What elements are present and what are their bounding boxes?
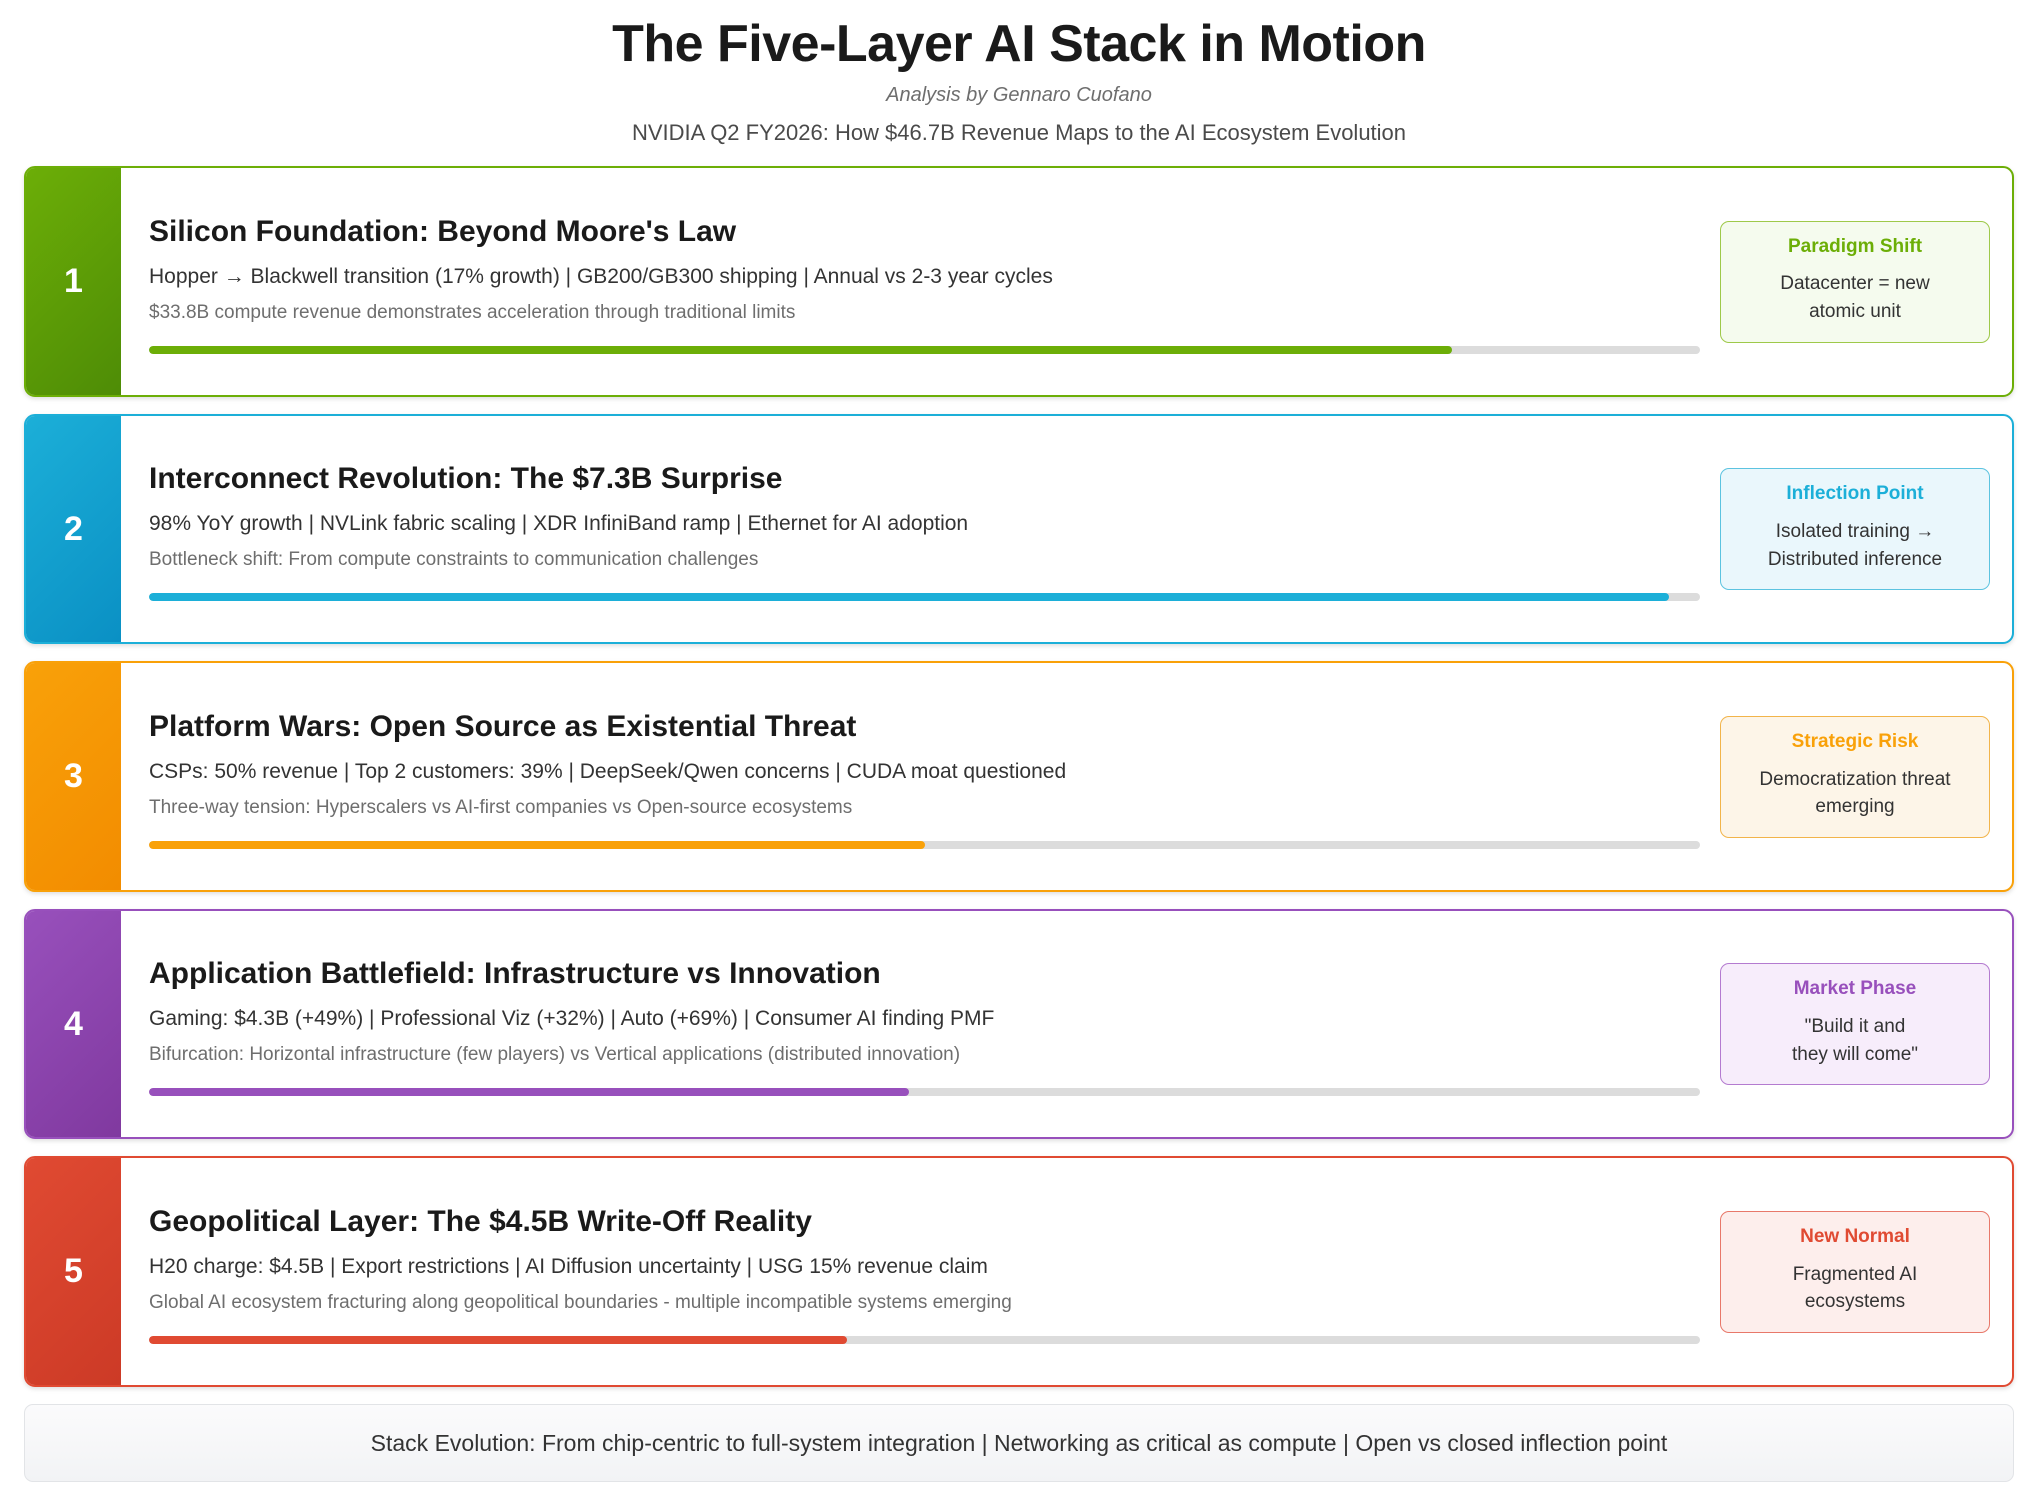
layer-body: Interconnect Revolution: The $7.3B Surpr… xyxy=(121,416,2012,643)
layer-metrics: 98% YoY growth | NVLink fabric scaling |… xyxy=(149,512,969,536)
badge-description: Isolated training →Distributed inference xyxy=(1767,521,1943,570)
badge-label: New Normal xyxy=(1800,1225,1910,1247)
layer-progress-track xyxy=(149,345,1700,354)
layer-body: Platform Wars: Open Source as Existentia… xyxy=(121,663,2012,890)
layer-insight: Three-way tension: Hyperscalers vs AI-fi… xyxy=(149,796,853,818)
layer-metrics: H20 charge: $4.5B | Export restrictions … xyxy=(149,1254,988,1278)
layer-body: Application Battlefield: Infrastructure … xyxy=(121,911,2012,1138)
layer-insight: Bifurcation: Horizontal infrastructure (… xyxy=(149,1044,961,1066)
layer-number-badge: 3 xyxy=(26,663,121,890)
layer-title: Platform Wars: Open Source as Existentia… xyxy=(149,709,857,743)
badge-label: Paradigm Shift xyxy=(1787,235,1923,257)
subtitle: NVIDIA Q2 FY2026: How $46.7B Revenue Map… xyxy=(631,120,1407,146)
layer-number: 1 xyxy=(64,262,83,301)
layer-insight: $33.8B compute revenue demonstrates acce… xyxy=(149,301,796,323)
layer-number: 5 xyxy=(64,1252,83,1291)
layer-progress-track xyxy=(149,593,1700,602)
layer-insight: Global AI ecosystem fracturing along geo… xyxy=(149,1291,1012,1313)
footer-summary: Stack Evolution: From chip-centric to fu… xyxy=(24,1404,2014,1482)
layer-text: Interconnect Revolution: The $7.3B Surpr… xyxy=(149,416,1720,643)
layer-number-badge: 4 xyxy=(26,910,121,1138)
layer-progress-fill xyxy=(149,840,925,849)
layer-number-badge: 5 xyxy=(26,1158,121,1386)
layer-number-badge: 1 xyxy=(26,168,121,395)
layer-progress-fill xyxy=(149,1088,909,1097)
layer-progress-track xyxy=(149,1335,1700,1344)
badge-label: Market Phase xyxy=(1793,978,1917,1000)
layer-insight: Bottleneck shift: From compute constrain… xyxy=(149,549,759,571)
layer-title: Silicon Foundation: Beyond Moore's Law xyxy=(149,214,737,248)
layer-card[interactable]: 2 Interconnect Revolution: The $7.3B Surp… xyxy=(24,413,2014,645)
layer-number: 2 xyxy=(64,509,83,548)
layer-metrics: Gaming: $4.3B (+49%) | Professional Viz … xyxy=(149,1007,995,1031)
layer-metrics: CSPs: 50% revenue | Top 2 customers: 39%… xyxy=(149,759,1067,783)
layer-card[interactable]: 5 Geopolitical Layer: The $4.5B Write-Off… xyxy=(24,1156,2014,1388)
layer-title: Application Battlefield: Infrastructure … xyxy=(149,957,881,991)
layer-progress-track xyxy=(149,840,1700,849)
layer-progress-track xyxy=(149,1088,1700,1097)
layer-title: Interconnect Revolution: The $7.3B Surpr… xyxy=(149,462,783,496)
footer-text: Stack Evolution: From chip-centric to fu… xyxy=(370,1429,1668,1456)
layer-card[interactable]: 4 Application Battlefield: Infrastructure… xyxy=(24,908,2014,1140)
layer-text: Platform Wars: Open Source as Existentia… xyxy=(149,663,1720,890)
layer-progress-fill xyxy=(149,593,1669,602)
layer-text: Geopolitical Layer: The $4.5B Write-Off … xyxy=(149,1158,1720,1385)
layer-body: Geopolitical Layer: The $4.5B Write-Off … xyxy=(121,1158,2012,1385)
header: The Five-Layer AI Stack in Motion Analys… xyxy=(24,14,2014,156)
layer-text: Application Battlefield: Infrastructure … xyxy=(149,911,1720,1138)
badge-label: Strategic Risk xyxy=(1791,730,1919,752)
layer-metrics: Hopper → Blackwell transition (17% growt… xyxy=(149,264,1053,288)
byline: Analysis by Gennaro Cuofano xyxy=(886,84,1152,107)
badge-label: Inflection Point xyxy=(1786,483,1924,505)
layer-title: Geopolitical Layer: The $4.5B Write-Off … xyxy=(149,1204,812,1238)
layer-number-badge: 2 xyxy=(26,415,121,643)
layer-progress-fill xyxy=(149,345,1452,354)
layer-card[interactable]: 3 Platform Wars: Open Source as Existenti… xyxy=(24,661,2014,892)
page-title: The Five-Layer AI Stack in Motion xyxy=(612,15,1426,73)
layer-progress-fill xyxy=(149,1335,847,1344)
layer-number: 4 xyxy=(64,1004,83,1043)
layer-number: 3 xyxy=(64,757,83,796)
